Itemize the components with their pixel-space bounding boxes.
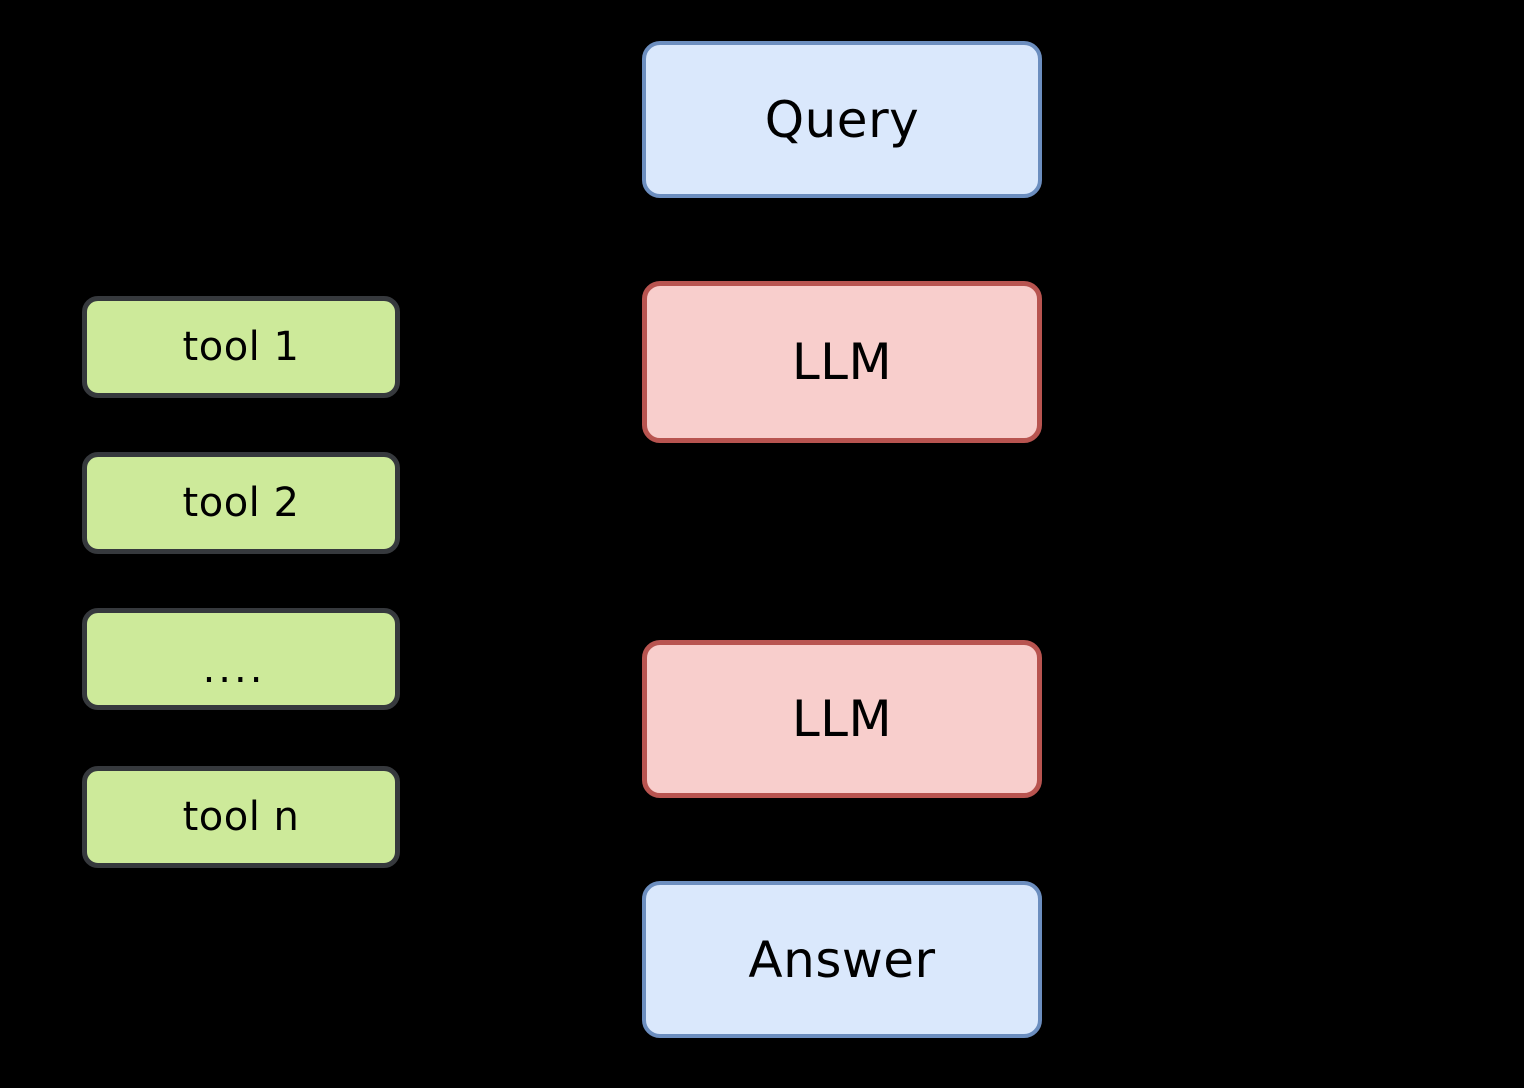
query-node-label: Query <box>764 90 920 149</box>
tool-node-1-label: tool 1 <box>182 324 300 370</box>
tool-node-ellipsis-label: .... <box>202 646 266 692</box>
answer-node-label: Answer <box>748 930 936 989</box>
llm-node-2-label: LLM <box>791 690 893 748</box>
query-node[interactable]: Query <box>642 41 1042 198</box>
tool-node-2-label: tool 2 <box>182 480 300 526</box>
tool-node-n-label: tool n <box>182 794 300 840</box>
llm-node-1-label: LLM <box>791 333 893 391</box>
tool-node-1[interactable]: tool 1 <box>82 296 400 398</box>
tool-node-ellipsis[interactable]: .... <box>82 608 400 710</box>
tool-node-2[interactable]: tool 2 <box>82 452 400 554</box>
answer-node[interactable]: Answer <box>642 881 1042 1038</box>
llm-node-1[interactable]: LLM <box>642 281 1042 443</box>
tool-node-n[interactable]: tool n <box>82 766 400 868</box>
llm-node-2[interactable]: LLM <box>642 640 1042 798</box>
